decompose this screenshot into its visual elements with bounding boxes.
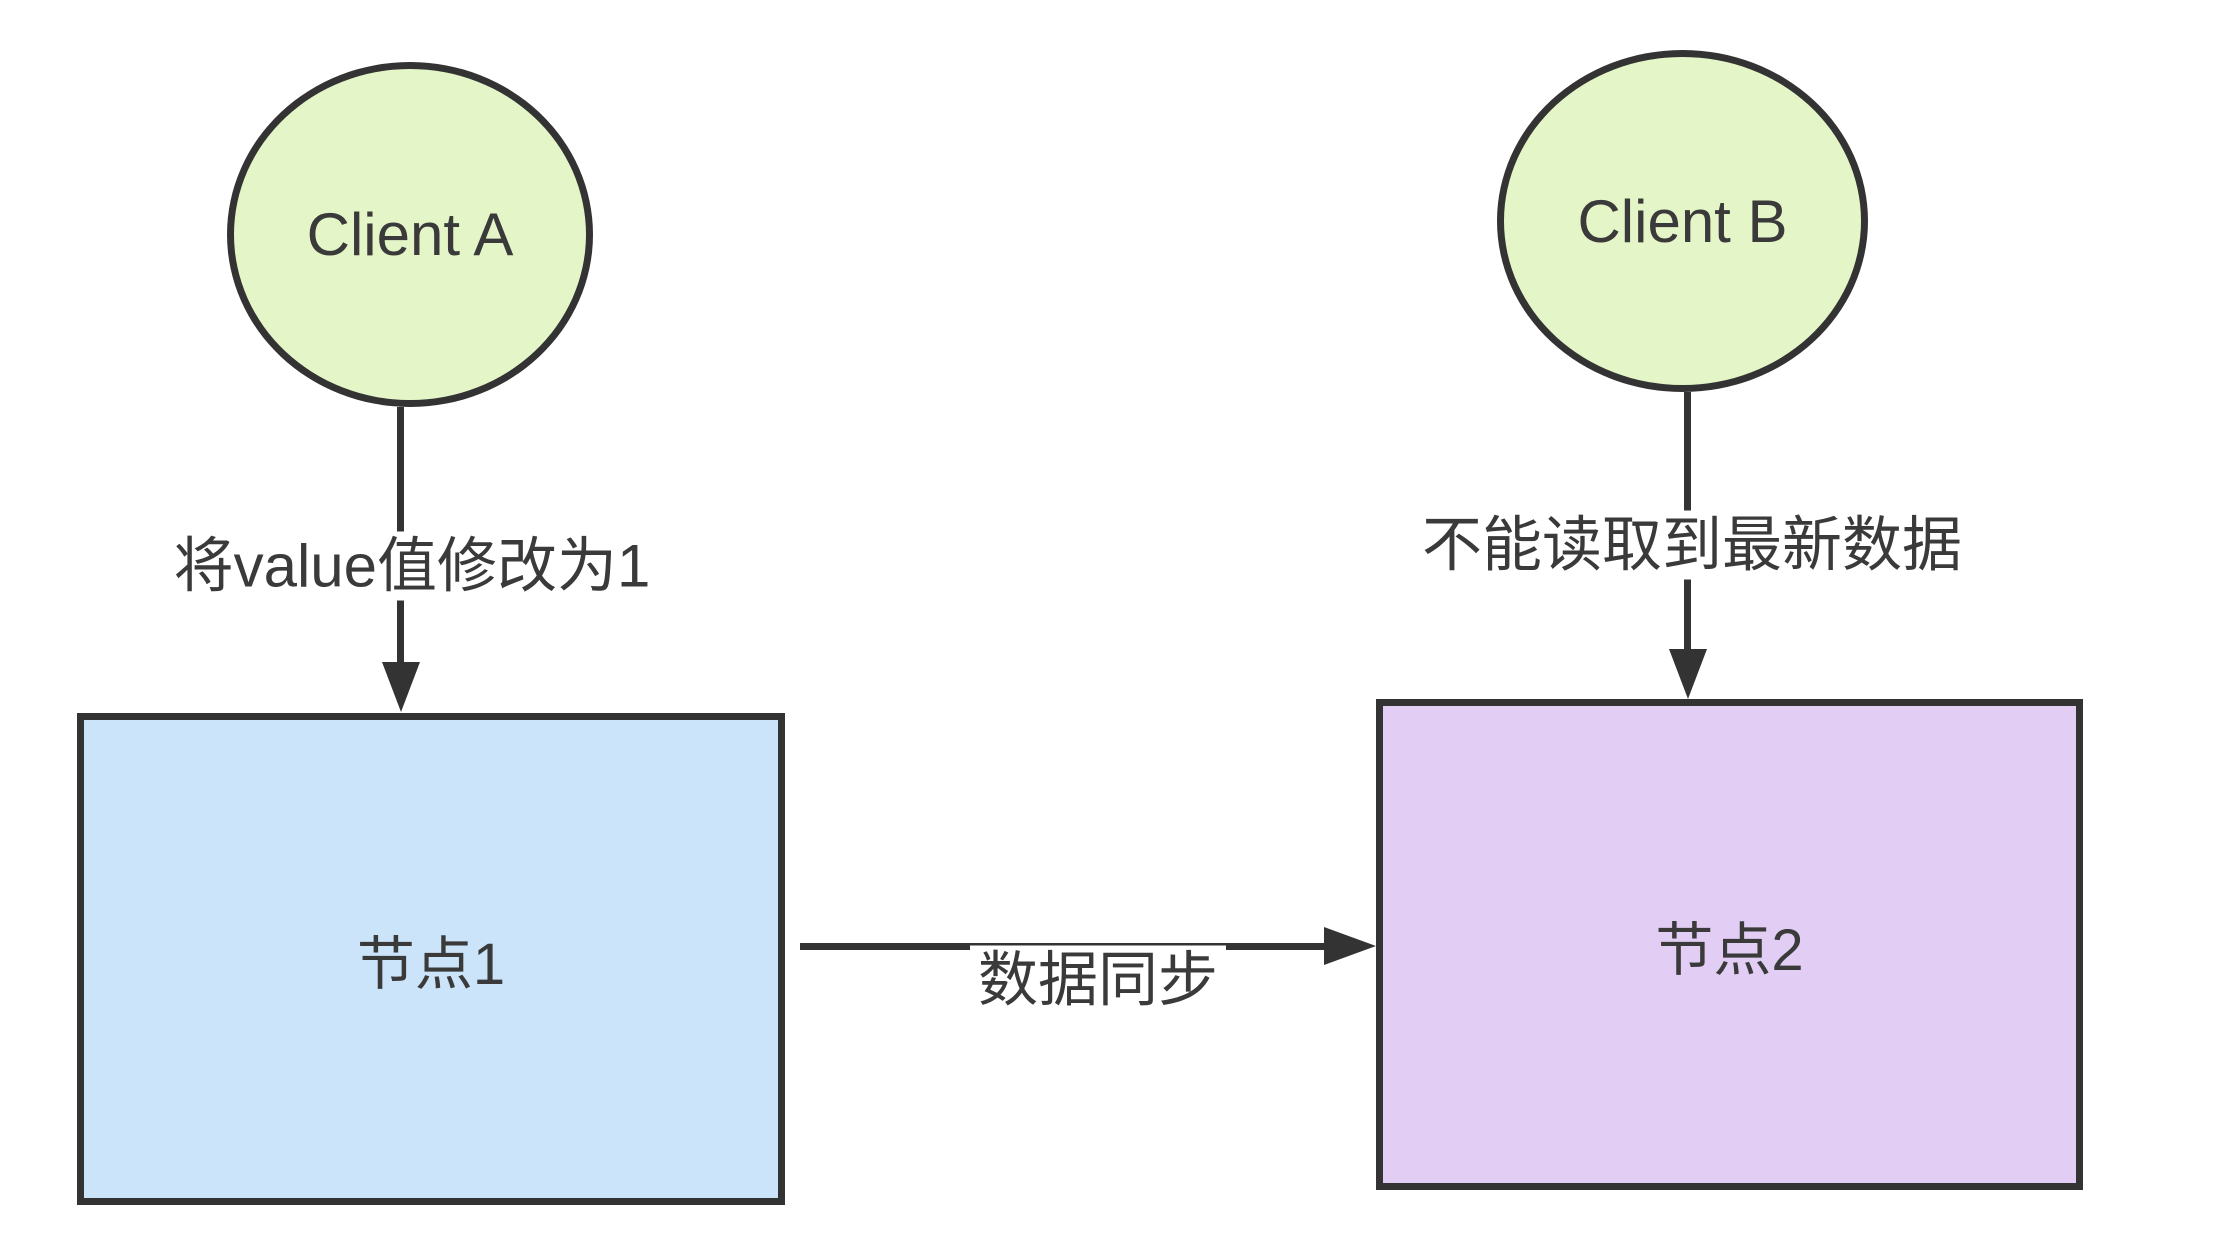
node2-box: 节点2 <box>1376 699 2083 1190</box>
client-a-label: Client A <box>306 201 514 268</box>
client-a-to-node1-arrowhead <box>382 662 420 712</box>
client-a-to-node1-edge-label: 将value值修改为1 <box>165 531 659 601</box>
node1-to-node2-arrowhead <box>1324 927 1376 965</box>
client-b-label: Client B <box>1577 187 1788 255</box>
client-b-node: Client B <box>1497 50 1868 392</box>
node1-label: 节点1 <box>356 932 506 997</box>
client-a-node: Client A <box>227 62 593 407</box>
client-b-to-node2-edge-label: 不能读取到最新数据 <box>1414 510 1970 580</box>
client-b-to-node2-arrowhead <box>1669 649 1707 699</box>
node1-to-node2-edge-label: 数据同步 <box>970 945 1226 1015</box>
node2-label: 节点2 <box>1655 917 1804 983</box>
node1-box: 节点1 <box>77 713 785 1205</box>
